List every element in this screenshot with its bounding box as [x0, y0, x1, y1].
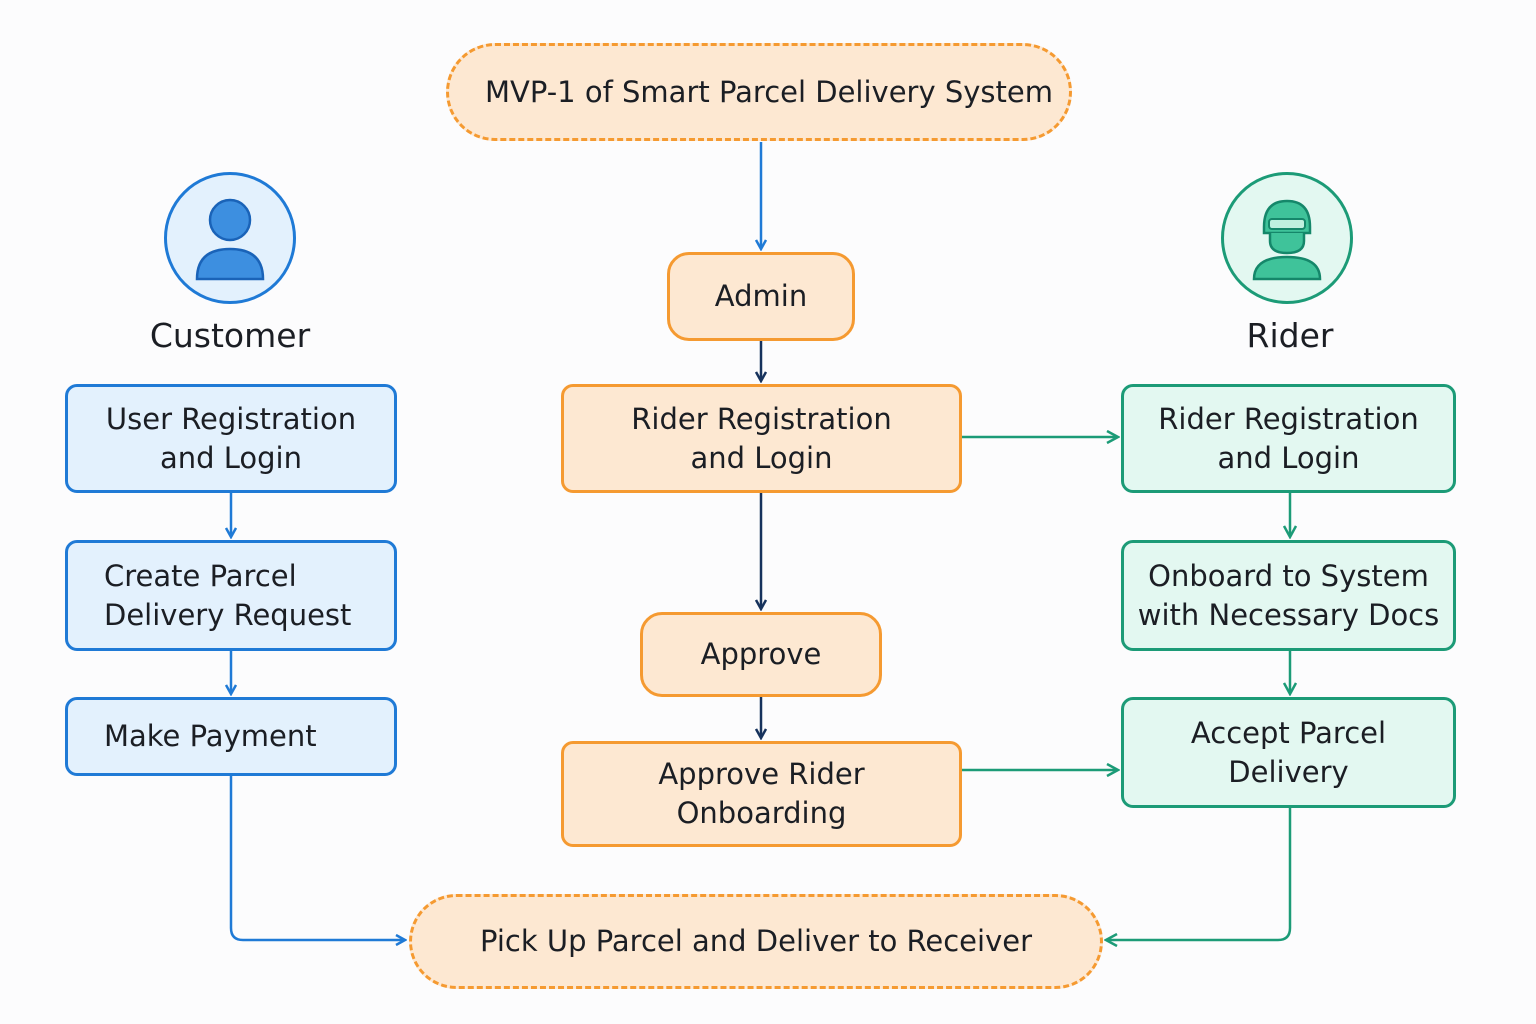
title-terminal: MVP-1 of Smart Parcel Delivery System — [446, 43, 1072, 141]
customer-step-registration: User Registration and Login — [65, 384, 397, 493]
end-label: Pick Up Parcel and Deliver to Receiver — [479, 924, 1033, 958]
admin-step-approve-onboarding-label: Approve Rider Onboarding — [658, 757, 865, 830]
rider-step-accept-label: Accept Parcel Delivery — [1190, 715, 1387, 789]
rider-heading: Rider — [1246, 316, 1334, 355]
end-terminal: Pick Up Parcel and Deliver to Receiver — [409, 894, 1103, 989]
admin-step-rider-registration: Rider Registration and Login — [561, 384, 962, 493]
customer-step-registration-label: User Registration and Login — [105, 401, 357, 475]
admin-node: Admin — [667, 252, 855, 341]
arrow-rider-accept-to-pickup — [1106, 808, 1292, 940]
admin-step-approve-onboarding: Approve Rider Onboarding — [561, 741, 962, 847]
customer-step-payment-label: Make Payment — [104, 719, 317, 753]
customer-step-create-request-label: Create Parcel Delivery Request — [104, 558, 352, 632]
rider-step-accept: Accept Parcel Delivery — [1121, 697, 1456, 808]
rider-step-registration-label: Rider Registration and Login — [1158, 401, 1419, 475]
customer-avatar — [164, 172, 296, 304]
customer-step-create-request: Create Parcel Delivery Request — [65, 540, 397, 651]
rider-step-registration: Rider Registration and Login — [1121, 384, 1456, 493]
diagram-title: MVP-1 of Smart Parcel Delivery System — [485, 74, 1053, 109]
arrow-payment-to-pickup — [229, 776, 405, 940]
rider-helmet-icon — [1252, 199, 1322, 281]
admin-step-approve-label: Approve — [700, 637, 822, 671]
admin-label: Admin — [714, 279, 808, 313]
user-icon — [195, 198, 265, 281]
admin-step-rider-registration-label: Rider Registration and Login — [631, 401, 892, 475]
rider-step-onboard: Onboard to System with Necessary Docs — [1121, 540, 1456, 651]
customer-step-payment: Make Payment — [65, 697, 397, 776]
rider-step-onboard-label: Onboard to System with Necessary Docs — [1137, 558, 1440, 632]
customer-heading: Customer — [149, 316, 311, 355]
admin-step-approve: Approve — [640, 612, 882, 697]
rider-avatar — [1221, 172, 1353, 304]
